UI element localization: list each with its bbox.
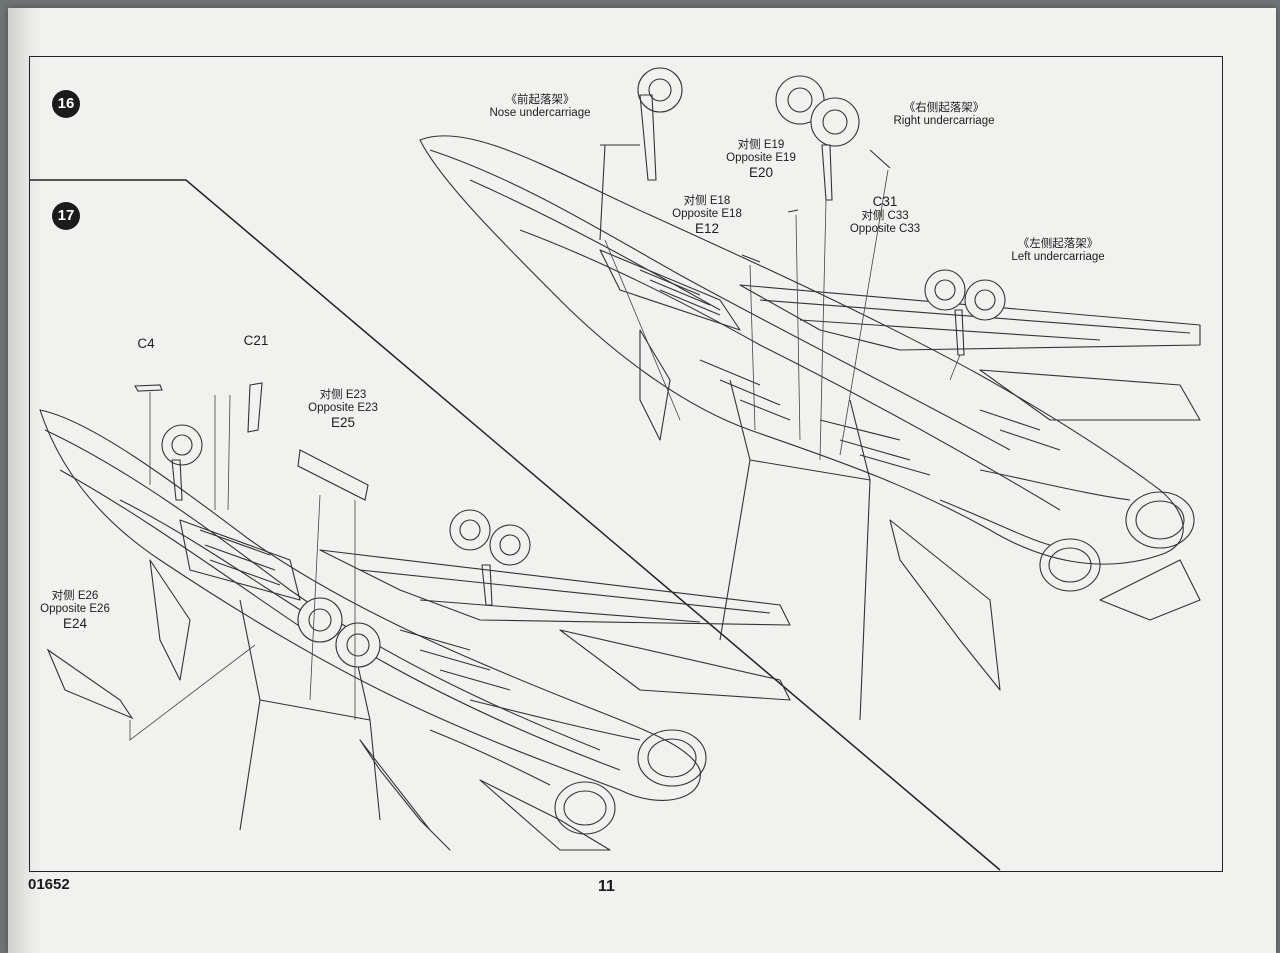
- part-e24-opposite: Opposite E26: [40, 603, 110, 615]
- part-c21-label: C21: [236, 333, 276, 349]
- nose-undercarriage-label: 《前起落架》 Nose undercarriage: [482, 94, 598, 120]
- right-undercarriage-label: 《右侧起落架》 Right undercarriage: [884, 102, 1004, 128]
- binding-gutter: [8, 8, 42, 953]
- part-c31-cn: 对侧 C33: [861, 210, 909, 222]
- part-e20-label: 对侧 E19 Opposite E19 E20: [718, 139, 804, 181]
- part-c31-number: C31: [872, 194, 898, 209]
- part-c21-number: C21: [243, 333, 269, 348]
- step16-aircraft-drawing: [419, 135, 1201, 721]
- part-c4-number: C4: [137, 336, 155, 351]
- step-17-number: 17: [52, 202, 80, 230]
- step16-leader-lines: [604, 169, 961, 461]
- part-e12-cn: 对侧 E18: [683, 195, 731, 207]
- part-e24-cn: 对侧 E26: [51, 590, 99, 602]
- part-e24-label: 对侧 E26 Opposite E26 E24: [32, 590, 118, 632]
- part-c31-label: C31 对侧 C33 Opposite C33: [842, 194, 928, 236]
- nose-undercarriage-cn: 《前起落架》: [505, 94, 575, 106]
- step17-leader-lines: [129, 392, 356, 741]
- kit-number: 01652: [28, 876, 70, 893]
- part-e25-label: 对侧 E23 Opposite E23 E25: [300, 389, 386, 431]
- step17-landing-gear-parts: [46, 382, 531, 720]
- step17-aircraft-drawing: [39, 409, 791, 851]
- part-e20-cn: 对侧 E19: [737, 139, 785, 151]
- step-divider-line: [30, 179, 1001, 871]
- left-undercarriage-cn: 《左侧起落架》: [1017, 238, 1099, 250]
- part-e25-opposite: Opposite E23: [308, 402, 378, 414]
- left-undercarriage-label: 《左侧起落架》 Left undercarriage: [1000, 238, 1116, 264]
- nose-undercarriage-en: Nose undercarriage: [489, 107, 591, 119]
- paper-sheet: [8, 8, 1276, 953]
- page-number: 11: [598, 878, 615, 895]
- part-e24-number: E24: [62, 616, 88, 631]
- right-undercarriage-cn: 《右侧起落架》: [903, 102, 985, 114]
- right-undercarriage-en: Right undercarriage: [893, 115, 995, 127]
- part-e12-label: 对侧 E18 Opposite E18 E12: [664, 195, 750, 237]
- step-16-number: 16: [52, 90, 80, 118]
- part-e12-opposite: Opposite E18: [672, 208, 742, 220]
- part-e25-cn: 对侧 E23: [319, 389, 367, 401]
- part-e12-number: E12: [694, 221, 720, 236]
- part-e20-number: E20: [748, 165, 774, 180]
- step16-landing-gear-parts: [599, 67, 1006, 356]
- part-c31-opposite: Opposite C33: [849, 223, 921, 235]
- part-e25-number: E25: [330, 415, 356, 430]
- part-e20-opposite: Opposite E19: [726, 152, 796, 164]
- part-c4-label: C4: [126, 336, 166, 352]
- page-frame: [29, 56, 1223, 872]
- left-undercarriage-en: Left undercarriage: [1011, 251, 1105, 263]
